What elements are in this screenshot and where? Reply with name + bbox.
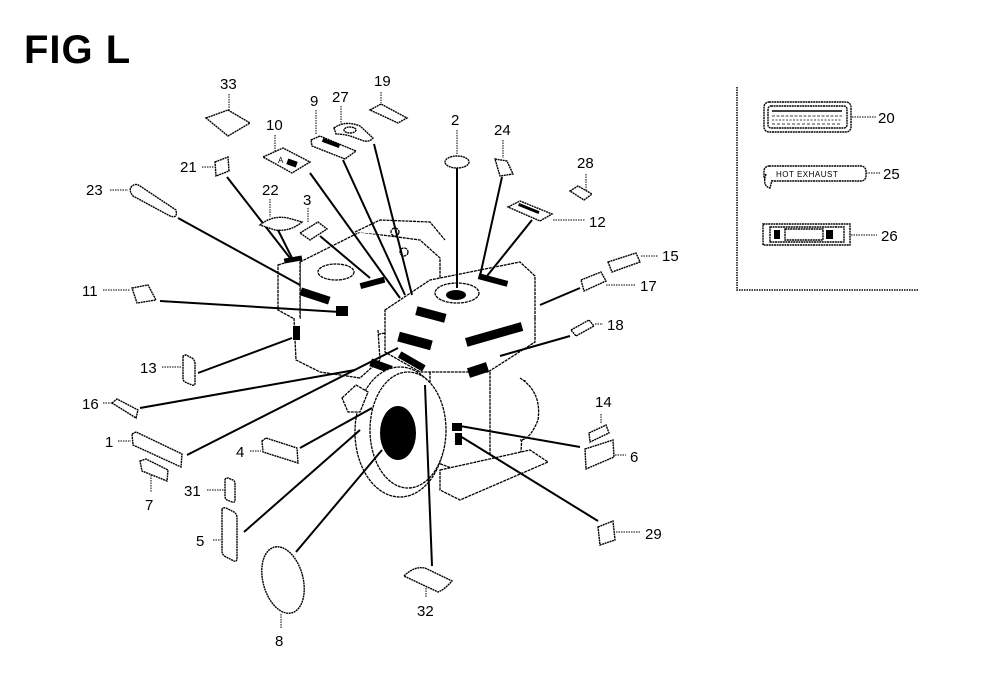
part-27[interactable]: 27 <box>332 89 413 296</box>
part-14[interactable]: 14 <box>588 394 612 444</box>
part-24[interactable]: 24 <box>479 122 515 277</box>
callout-22: 22 <box>262 182 279 199</box>
callout-20: 20 <box>878 110 895 127</box>
part-9[interactable]: 9 <box>310 93 406 296</box>
callout-15: 15 <box>662 248 679 265</box>
callout-3: 3 <box>303 192 311 209</box>
engine-illustration <box>277 219 550 501</box>
callout-25: 25 <box>883 166 900 183</box>
callout-13: 13 <box>140 360 157 377</box>
callout-6: 6 <box>630 449 638 466</box>
part-11[interactable]: 11 <box>82 283 341 313</box>
part-20[interactable]: 20 <box>763 101 895 133</box>
part-18[interactable]: 18 <box>499 317 624 357</box>
part-3[interactable]: 3 <box>298 192 371 279</box>
callout-29: 29 <box>645 526 662 543</box>
callout-5: 5 <box>196 533 204 550</box>
part-29[interactable]: 29 <box>459 435 662 546</box>
part-10[interactable]: A 10 <box>261 117 401 299</box>
callout-26: 26 <box>881 228 898 245</box>
front-engine <box>341 261 550 501</box>
part-25-text: HOT EXHAUST <box>776 170 838 179</box>
callout-32: 32 <box>417 603 434 620</box>
part-23[interactable]: 23 <box>86 182 301 286</box>
callout-17: 17 <box>640 278 657 295</box>
callout-12: 12 <box>589 214 606 231</box>
part-4[interactable]: 4 <box>236 407 373 464</box>
callout-33: 33 <box>220 76 237 93</box>
part-13[interactable]: 13 <box>140 337 293 386</box>
part-25[interactable]: HOT EXHAUST 25 <box>763 165 900 189</box>
callout-7: 7 <box>145 497 153 514</box>
callout-4: 4 <box>236 444 244 461</box>
callout-16: 16 <box>82 396 99 413</box>
callout-19: 19 <box>374 73 391 90</box>
callout-18: 18 <box>607 317 624 334</box>
part-12[interactable]: 12 <box>486 200 606 277</box>
part-1[interactable]: 1 <box>105 347 399 469</box>
part-33[interactable]: 33 <box>204 76 252 137</box>
callout-8: 8 <box>275 633 283 650</box>
part-8[interactable]: 8 <box>255 449 383 650</box>
callout-24: 24 <box>494 122 511 139</box>
inset-box: 20 HOT EXHAUST 25 26 <box>736 87 918 291</box>
callout-23: 23 <box>86 182 103 199</box>
callout-28: 28 <box>577 155 594 172</box>
part-19[interactable]: 19 <box>368 73 409 124</box>
part-26[interactable]: 26 <box>762 223 898 246</box>
part-32[interactable]: 32 <box>402 384 454 620</box>
callout-9: 9 <box>310 93 318 110</box>
part-10-glyph: A <box>278 156 284 165</box>
callout-1: 1 <box>105 434 113 451</box>
callout-21: 21 <box>180 159 197 176</box>
part-21[interactable]: 21 <box>180 156 291 259</box>
callout-10: 10 <box>266 117 283 134</box>
part-2[interactable]: 2 <box>444 112 470 288</box>
part-31[interactable]: 31 <box>184 477 236 503</box>
part-7[interactable]: 7 <box>139 458 169 514</box>
part-6[interactable]: 6 <box>459 425 638 471</box>
callout-31: 31 <box>184 483 201 500</box>
part-28[interactable]: 28 <box>568 155 594 201</box>
callout-11: 11 <box>82 283 98 300</box>
figure-title: FIG L <box>24 28 132 72</box>
callout-2: 2 <box>451 112 459 129</box>
part-22[interactable]: 22 <box>258 182 304 259</box>
part-17[interactable]: 17 <box>539 271 657 306</box>
part-16[interactable]: 16 <box>82 369 356 420</box>
part-5[interactable]: 5 <box>196 429 361 562</box>
part-15[interactable]: 15 <box>607 248 679 273</box>
callout-27: 27 <box>332 89 349 106</box>
callout-14: 14 <box>595 394 612 411</box>
